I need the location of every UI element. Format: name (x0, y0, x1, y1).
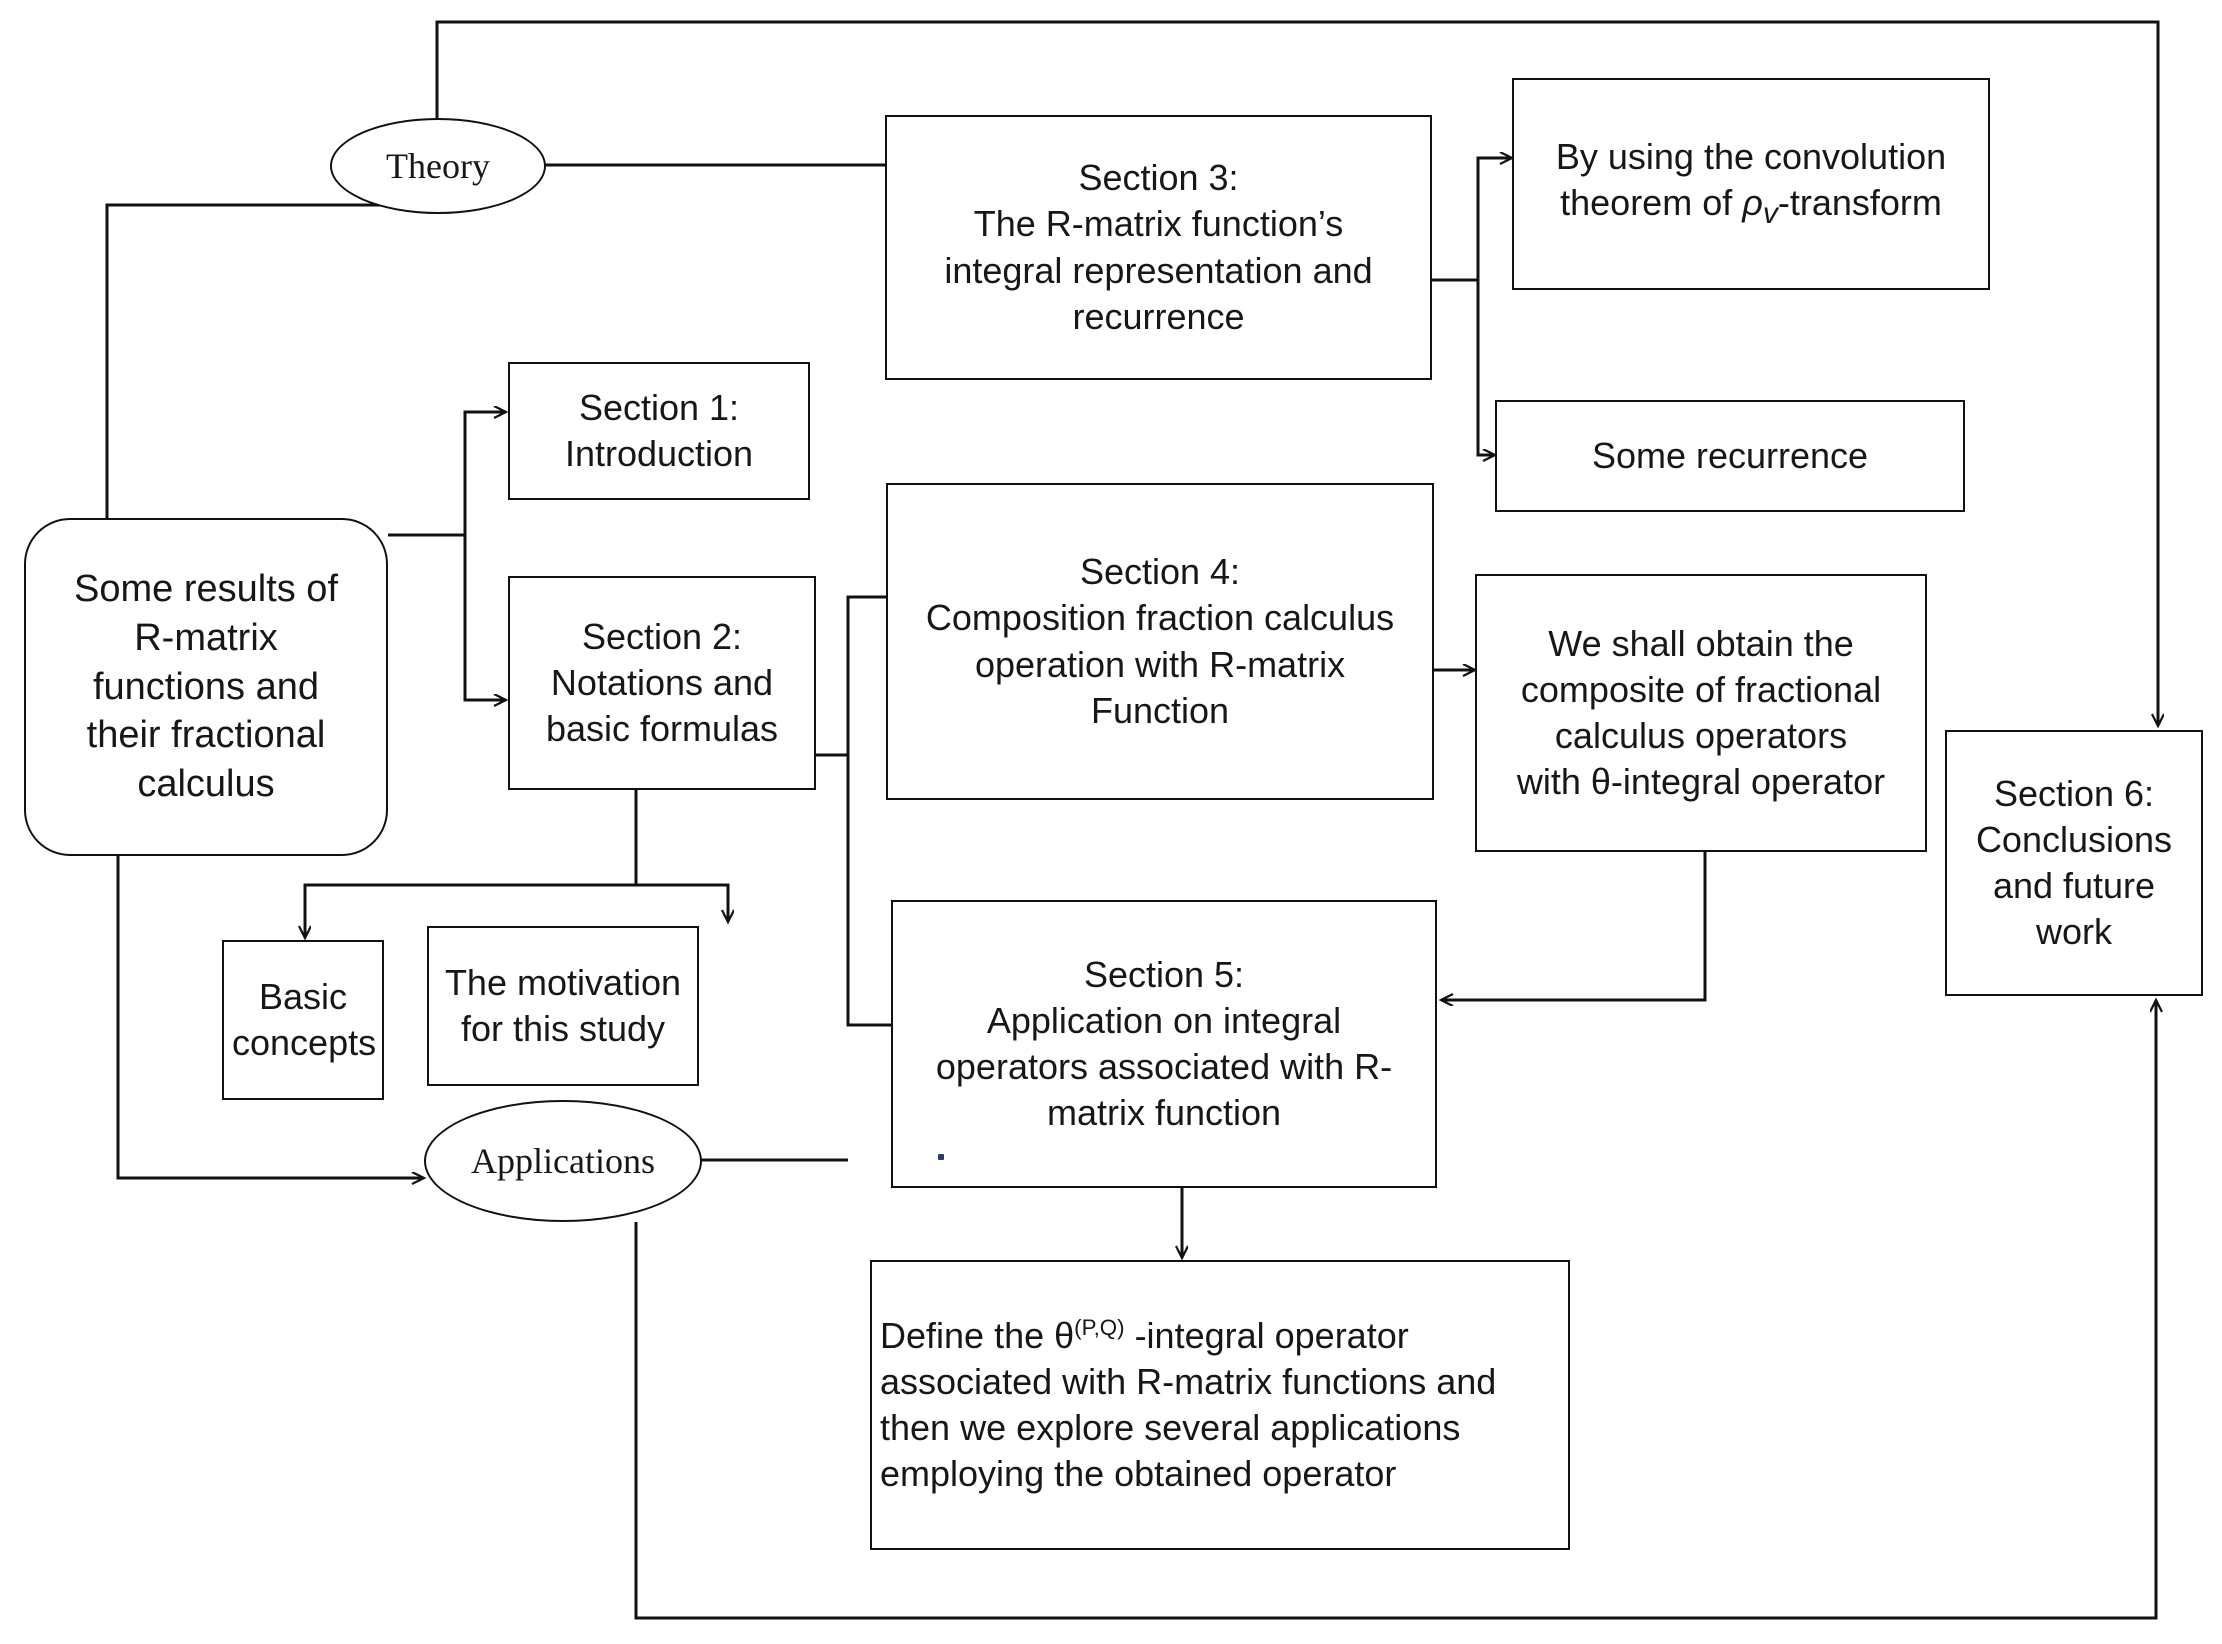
edge-section2-to-motivation (636, 883, 728, 922)
edge-section2-to-basic-concepts (305, 883, 636, 938)
node-section1[interactable]: Section 1: Introduction (508, 362, 810, 500)
convolution-text-before: By using the convolution theorem of (1555, 136, 1947, 224)
edge-root-to-section1 (463, 412, 506, 535)
node-composite[interactable]: We shall obtain the composite of fractio… (1475, 574, 1927, 852)
node-theory[interactable]: Theory (330, 118, 546, 214)
node-root-label: Some results of R-matrix functions and t… (74, 568, 338, 805)
node-basic-concepts[interactable]: Basic concepts (222, 940, 384, 1100)
edge-spine-to-section4 (846, 595, 888, 755)
define-text-after: -integral operator associated with R-mat… (880, 1314, 1497, 1495)
edge-root-to-applications (116, 855, 424, 1178)
node-section4[interactable]: Section 4: Composition fraction calculus… (886, 483, 1434, 800)
node-section5[interactable]: Section 5: Application on integral opera… (891, 900, 1437, 1188)
rho-subscript: v (1762, 197, 1778, 231)
node-convolution-label: By using the convolution theorem of ρv-t… (1514, 134, 1988, 234)
node-applications[interactable]: Applications (424, 1100, 702, 1222)
section5-stray-dot (938, 1154, 944, 1160)
node-section6-label: Section 6: Conclusions and future work (1975, 772, 2173, 953)
node-section2[interactable]: Section 2: Notations and basic formulas (508, 576, 816, 790)
node-section6[interactable]: Section 6: Conclusions and future work (1945, 730, 2203, 996)
node-motivation[interactable]: The motivation for this study (427, 926, 699, 1086)
node-section3[interactable]: Section 3: The R-matrix function’s integ… (885, 115, 1432, 380)
edge-section3-to-convolution (1430, 158, 1512, 282)
edge-theory-to-section6 (435, 20, 2158, 726)
define-text-before: Define the θ (880, 1314, 1075, 1356)
edge-root-to-section2 (463, 535, 506, 700)
edge-root-to-theory (105, 205, 443, 520)
convolution-text-after: -transform (1777, 182, 1942, 224)
edge-applications-to-section6 (634, 1000, 2156, 1620)
node-applications-label: Applications (471, 1140, 655, 1181)
node-define-operator-label: Define the θ(P,Q) -integral operator ass… (872, 1313, 1568, 1497)
edge-composite-to-section5 (1441, 852, 1707, 1000)
node-root[interactable]: Some results of R-matrix functions and t… (24, 518, 388, 856)
edge-section3-to-some-recurrence (1476, 280, 1495, 455)
node-theory-label: Theory (386, 145, 490, 186)
node-motivation-label: The motivation for this study (444, 961, 682, 1049)
node-section3-label: Section 3: The R-matrix function’s integ… (944, 157, 1373, 337)
define-superscript: (P,Q) (1074, 1314, 1125, 1340)
edge-spine-to-section5 (846, 755, 893, 1027)
node-section4-label: Section 4: Composition fraction calculus… (925, 551, 1395, 731)
node-basic-concepts-label: Basic concepts (232, 975, 377, 1063)
node-some-recurrence-label: Some recurrence (1591, 434, 1869, 476)
node-convolution[interactable]: By using the convolution theorem of ρv-t… (1512, 78, 1990, 290)
node-define-operator[interactable]: Define the θ(P,Q) -integral operator ass… (870, 1260, 1570, 1550)
node-some-recurrence[interactable]: Some recurrence (1495, 400, 1965, 512)
node-composite-label: We shall obtain the composite of fractio… (1516, 622, 1886, 803)
rho-symbol: ρ (1742, 182, 1763, 224)
node-section2-label: Section 2: Notations and basic formulas (545, 615, 779, 750)
node-section5-label: Section 5: Application on integral opera… (935, 953, 1393, 1134)
node-section1-label: Section 1: Introduction (564, 386, 754, 474)
